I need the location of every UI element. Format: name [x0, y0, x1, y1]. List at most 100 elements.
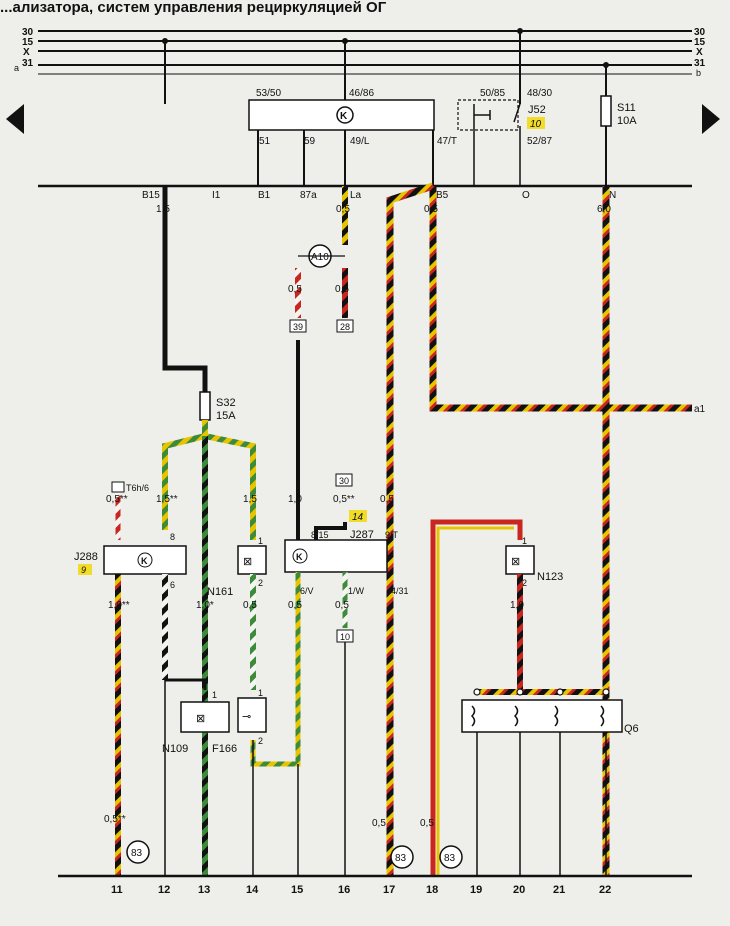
pin-47-t: 47/T	[437, 136, 457, 147]
conn-b15: B15	[142, 190, 160, 201]
next-page-arrow-icon[interactable]	[702, 104, 720, 134]
relay-contact-icon	[473, 103, 521, 186]
col-18: 18	[426, 884, 438, 896]
col-11: 11	[111, 884, 123, 896]
ref-83-a-label: 83	[131, 848, 143, 859]
f166-name: F166	[212, 743, 237, 755]
conn-la: La	[350, 190, 362, 201]
relay-coil-k: K	[340, 111, 348, 122]
n123-pin-1: 1	[522, 536, 527, 546]
pin-49-l: 49/L	[350, 136, 370, 147]
rail-label-30-left: 30	[22, 27, 34, 38]
ws-b18: 0,5	[420, 818, 434, 829]
col-19: 19	[470, 884, 482, 896]
j287-pin-6v: 6/V	[300, 586, 314, 596]
ref-a10-label: A10	[311, 252, 329, 263]
ws-n123-out: 1,0	[510, 600, 524, 611]
j287-pin-4-31: 4/31	[391, 586, 409, 596]
rail-label-a-left: a	[14, 63, 19, 73]
pin-50-85: 50/85	[480, 88, 505, 99]
ws-b15: 1,5	[156, 204, 170, 215]
n161-name: N161	[207, 586, 233, 598]
fuse-s11-rating: 10A	[617, 115, 637, 127]
relay-num: 10	[530, 119, 542, 130]
ws-j288-in: 0,5**	[106, 494, 128, 505]
n123-name: N123	[537, 571, 563, 583]
prev-page-arrow-icon[interactable]	[6, 104, 24, 134]
ws-b11: 0,5**	[104, 814, 126, 825]
rail-label-15-left: 15	[22, 37, 34, 48]
ws-m17: 0,5	[380, 494, 394, 505]
ref-box-30	[335, 473, 353, 487]
conn-87a: 87a	[300, 190, 317, 201]
ws-j288-out: 1,0**	[108, 600, 130, 611]
j287-pin-8-15: 8/15	[311, 530, 329, 540]
ws-n: 6,0	[597, 204, 611, 215]
j287-pin-9t: 9/T	[385, 530, 399, 540]
ws-j287-1w: 0,5	[335, 600, 349, 611]
ref-39: 39	[293, 322, 303, 332]
j288-num-highlight	[78, 564, 92, 575]
ref-83-a	[126, 840, 150, 864]
ws-b17: 0,5	[372, 818, 386, 829]
conn-b1: B1	[258, 190, 271, 201]
pin-51: 51	[259, 136, 271, 147]
rail-label-x-left: X	[23, 47, 30, 58]
n109-name: N109	[162, 743, 188, 755]
wire-s32-left	[162, 420, 208, 530]
j287-k: K	[296, 552, 303, 562]
n161-pin-1: 1	[258, 536, 263, 546]
ws-n161-out-l: 1,0*	[196, 600, 214, 611]
ws-a10-b: 0,5	[335, 284, 349, 295]
t6h-connector	[111, 481, 125, 493]
ws-m15: 1,0	[288, 494, 302, 505]
ws-n161-in: 1,5	[243, 494, 257, 505]
n109-body	[180, 701, 230, 733]
q6-body	[461, 699, 623, 733]
pin-48-30: 48/30	[527, 88, 552, 99]
relay-j52-label: J52	[528, 104, 546, 116]
j288-num: 9	[81, 565, 86, 575]
wire-col-18-tracer	[436, 526, 514, 876]
ref-83-b-label: 83	[395, 853, 407, 864]
ref-83-b	[390, 845, 414, 869]
wire-b5-loop	[429, 186, 692, 412]
column-numbers: 11 12 13 14 15 16 17 18 19 20 21 22	[111, 884, 611, 896]
col-12: 12	[158, 884, 170, 896]
ref-83-c-label: 83	[444, 853, 456, 864]
n161-body	[237, 545, 267, 575]
ref-30: 30	[339, 476, 349, 486]
n161-icon: ⊠	[243, 556, 252, 568]
pin-46-86: 46/86	[349, 88, 374, 99]
ws-s32-l: 1,5**	[156, 494, 178, 505]
j288-k-icon	[137, 552, 153, 568]
j288-pin-6: 6	[170, 580, 175, 590]
fuse-s11-icon	[600, 95, 612, 127]
rail-junctions	[162, 28, 609, 68]
col-13: 13	[198, 884, 210, 896]
rail-label-31-left: 31	[22, 58, 34, 69]
fuse-s32-name: S32	[216, 397, 236, 409]
n123-pin-2: 2	[522, 578, 527, 588]
ref-83-c	[439, 845, 463, 869]
relay-num-highlight	[527, 117, 545, 129]
conn-n: N	[609, 190, 616, 201]
ref-28: 28	[340, 322, 350, 332]
ws-m16: 0,5**	[333, 494, 355, 505]
wire-b15	[162, 186, 208, 392]
col-15: 15	[291, 884, 303, 896]
n123-body	[505, 545, 535, 575]
pin-59: 59	[304, 136, 316, 147]
label-a1: a1	[694, 404, 706, 415]
conn-o: O	[522, 190, 530, 201]
wire-j288-to-n109	[165, 678, 207, 690]
conn-b5: B5	[436, 190, 449, 201]
n109-icon: ⊠	[196, 713, 205, 725]
j288-name: J288	[74, 551, 98, 563]
col-14: 14	[246, 884, 259, 896]
n123-icon: ⊠	[511, 556, 520, 568]
fuse-s32-rating: 15A	[216, 410, 236, 422]
wire-col-17	[386, 182, 435, 876]
j287-ref-highlight	[349, 510, 367, 522]
